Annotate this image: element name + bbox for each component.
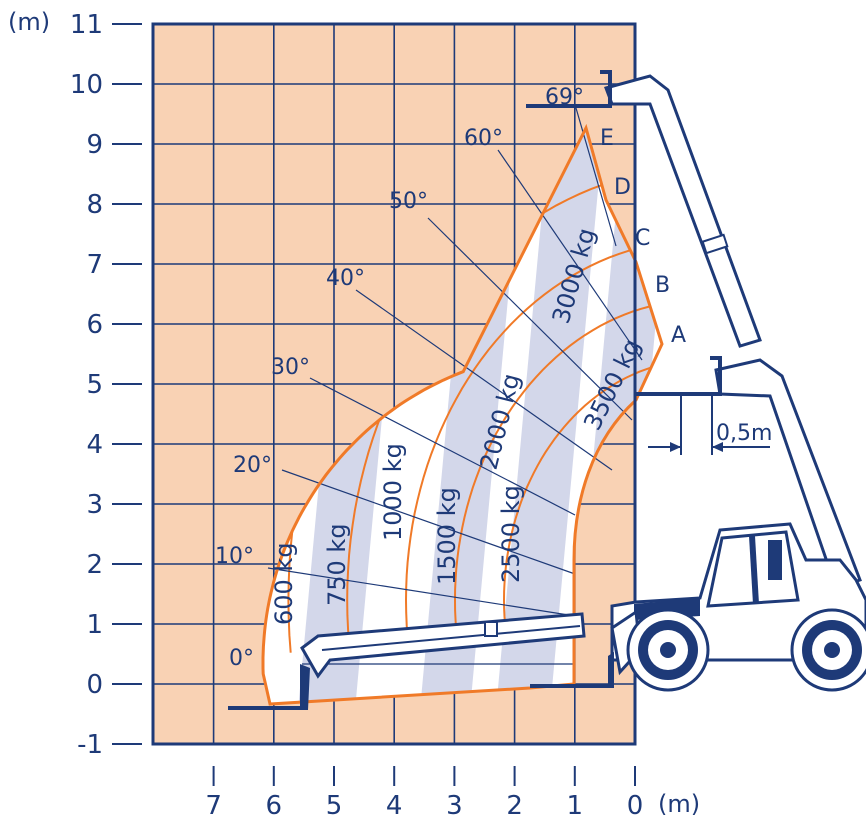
angle-label-30: 30° [271,355,310,380]
y-tick-label-3: 3 [86,490,103,520]
y-axis-unit-label: (m) [8,8,50,36]
x-tick-label-2: 2 [506,791,523,819]
x-tick-label-4: 4 [386,791,403,819]
y-tick-label-9: 9 [86,130,103,160]
telehandler-machine [530,522,866,692]
angle-line-10 [267,567,576,617]
y-tick-label-2: 2 [86,550,103,580]
x-axis-ticks: 7 6 5 4 3 2 1 0 [205,766,643,819]
y-tick-label-10: 10 [70,70,103,100]
x-tick-label-1: 1 [567,791,584,819]
angle-lines [267,107,643,665]
boom-position-B: B [655,273,670,298]
angle-label-0: 0° [229,646,254,671]
x-tick-label-7: 7 [205,791,222,819]
lift-envelope-outline [261,123,664,706]
boom-position-E: E [600,126,614,151]
load-zone-band-2 [496,128,610,704]
x-tick-label-3: 3 [446,791,463,819]
angle-label-50: 50° [389,189,428,214]
boom-position-D: D [614,175,631,200]
y-tick-label--1: -1 [77,730,103,760]
y-tick-label-11: 11 [70,10,103,40]
angle-line-20 [281,469,576,575]
angle-label-40: 40° [326,266,365,291]
x-tick-label-5: 5 [326,791,343,819]
angle-line-40 [355,289,613,471]
angle-line-60 [497,149,643,361]
x-tick-label-0: 0 [627,791,644,819]
load-arc-3 [453,300,662,632]
y-tick-label-8: 8 [86,190,103,220]
boom-position-A: A [671,323,686,348]
y-tick-label-5: 5 [86,370,103,400]
grid-frame [151,22,637,746]
load-label-600: 600 kg [270,542,298,625]
angle-label-20: 20° [233,453,272,478]
angle-label-60: 60° [464,126,503,151]
dimension-0-5m: 0,5m [648,396,772,455]
angle-line-69 [575,107,617,247]
y-tick-label-6: 6 [86,310,103,340]
load-arc-2 [404,242,660,638]
load-label-2500: 2500 kg [497,485,525,583]
dimension-label: 0,5m [716,421,772,446]
angle-line-50 [427,217,633,421]
y-tick-label-7: 7 [86,250,103,280]
angle-label-10: 10° [215,544,254,569]
x-tick-label-6: 6 [266,791,283,819]
boom-position-C: C [635,226,650,251]
angle-line-30 [309,377,576,516]
load-label-750: 750 kg [323,523,351,606]
y-tick-label-4: 4 [86,430,103,460]
load-label-1000: 1000 kg [379,443,407,541]
load-label-1500: 1500 kg [433,487,461,585]
y-tick-label-1: 1 [86,610,103,640]
boom-raised-top [526,70,762,348]
x-axis-unit-label: (m) [658,790,700,818]
y-tick-label-0: 0 [86,670,103,700]
boom-horizontal [228,612,586,710]
